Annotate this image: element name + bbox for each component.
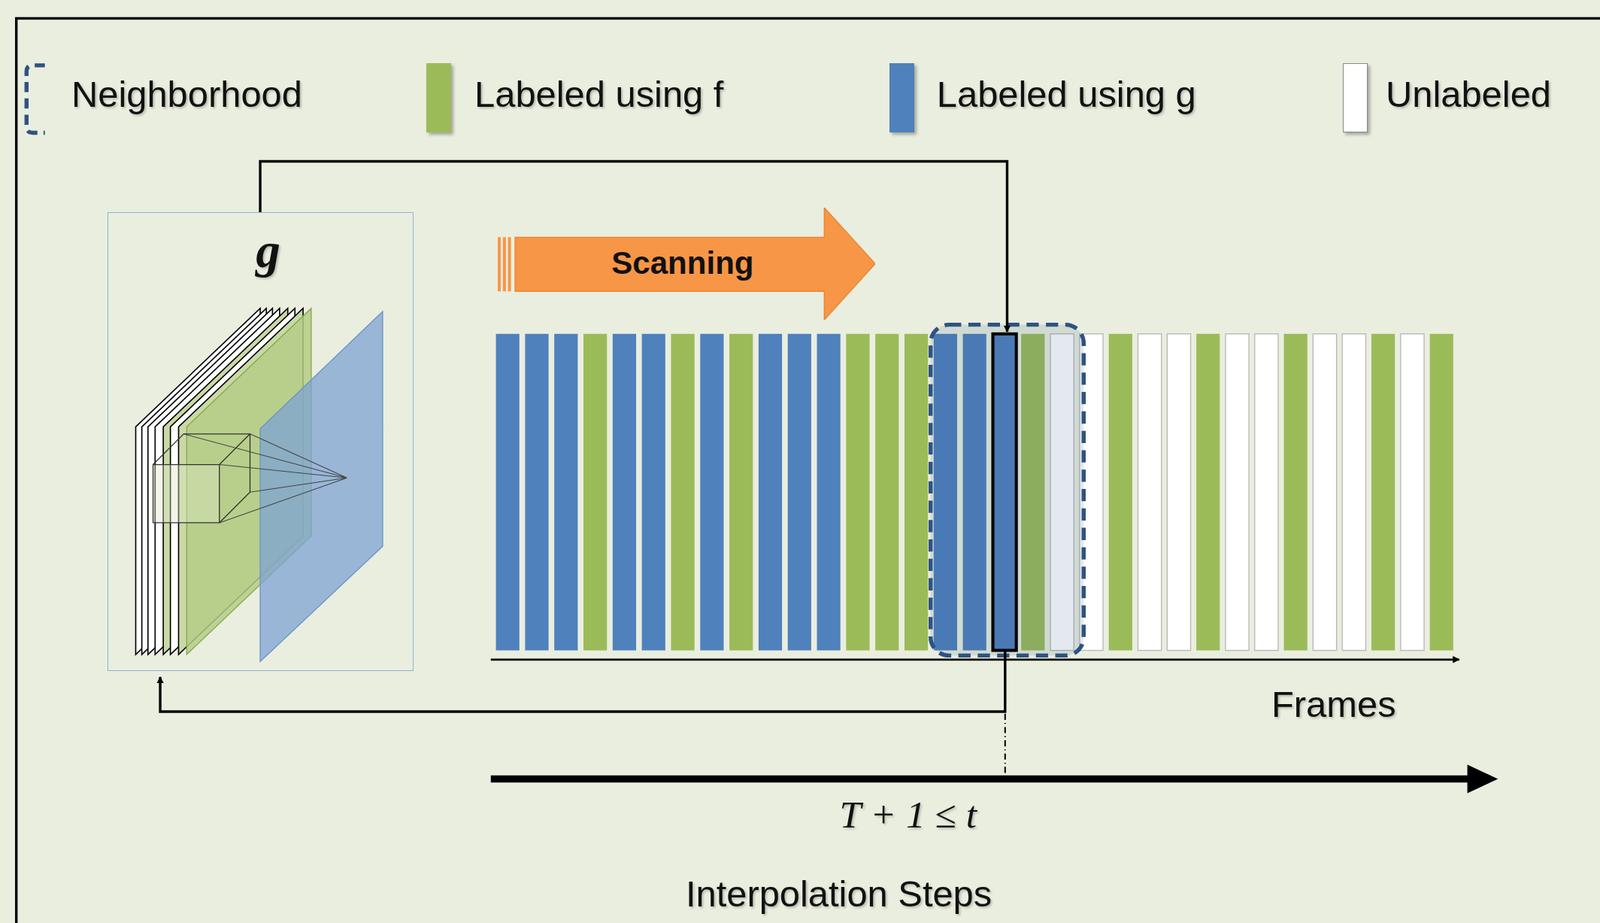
frame-bar (700, 333, 724, 651)
projection-lines (183, 433, 347, 523)
frame-bar (496, 333, 520, 651)
neighborhood-icon (26, 65, 45, 134)
frame-bar (1400, 333, 1425, 651)
frame-bar (583, 333, 607, 651)
current-frame (993, 333, 1017, 651)
legend-label: Labeled using g (936, 72, 1197, 116)
frame-bar (758, 333, 782, 651)
frame-bar (1430, 333, 1454, 651)
output-line (260, 160, 1007, 332)
frame-bar (642, 333, 666, 651)
arrow-body (515, 207, 876, 320)
axis-label: Frames (1271, 682, 1397, 725)
step-marker (1004, 713, 1007, 773)
arrow-label: Scanning (611, 245, 754, 282)
frame-bar (787, 333, 812, 651)
network-box: g (107, 212, 414, 670)
arrow-stripe (503, 236, 507, 291)
arrow-stripe (508, 236, 512, 291)
frame-bar (554, 333, 578, 651)
legend-label: Labeled using f (474, 72, 724, 116)
steps-axis (490, 775, 1472, 783)
legend-label: Unlabeled (1385, 72, 1552, 116)
frame-bar (670, 333, 694, 651)
network-name: g (255, 222, 281, 279)
scanning-arrow: Scanning (497, 207, 876, 320)
network-illustration (136, 308, 383, 662)
frame-bar (524, 333, 549, 651)
legend-swatch (889, 63, 915, 133)
arrow-stripe (497, 236, 501, 291)
frame-bar (729, 333, 753, 651)
steps-arrow-head (1467, 764, 1499, 794)
legend-label: Neighborhood (71, 72, 303, 116)
outer-frame (16, 18, 1600, 923)
frame-bar (1371, 333, 1395, 651)
frame-bar (1109, 333, 1133, 651)
kernel-cube (153, 433, 251, 523)
legend-swatch (426, 63, 452, 133)
frame-bar (1312, 333, 1337, 651)
frame-bar (1254, 333, 1279, 651)
frame-bar (817, 333, 841, 651)
frame-bar (1166, 333, 1191, 651)
frame-bar (1137, 333, 1161, 651)
frame-bar (1342, 333, 1366, 651)
frame-bar (1196, 333, 1220, 651)
frame-bar (612, 333, 637, 651)
axis-title: Interpolation Steps (685, 872, 992, 915)
frame-bar (845, 333, 870, 651)
frame-bar (1225, 333, 1249, 651)
neighborhood-window (930, 324, 1085, 656)
kernel-cube (153, 464, 220, 523)
frames-axis (490, 657, 1460, 661)
legend-swatch (1342, 63, 1368, 133)
frame-bar (904, 333, 928, 651)
frame-bar (1284, 333, 1308, 651)
step-formula: T + 1 ≤ t (839, 790, 978, 836)
frame-bar (875, 333, 899, 651)
